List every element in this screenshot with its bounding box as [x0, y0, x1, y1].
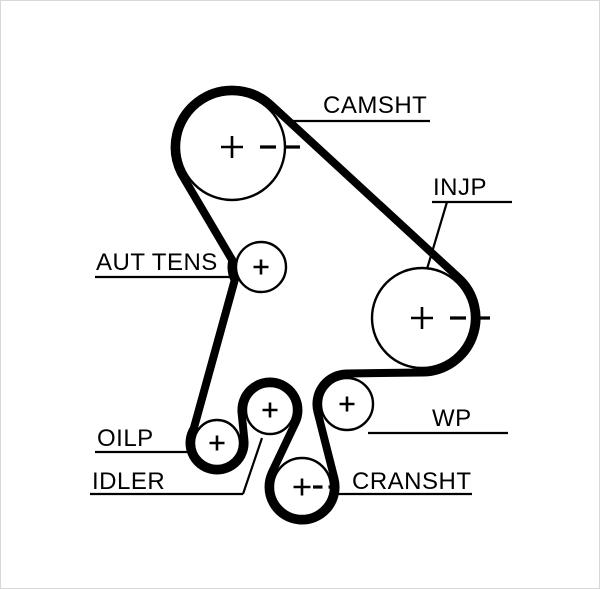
- label-camsht: CAMSHT: [323, 92, 427, 119]
- idler-pulley: [244, 384, 296, 436]
- water-pump-center-cross: [339, 396, 355, 412]
- label-wp: WP: [432, 405, 472, 432]
- label-injp: INJP: [433, 174, 487, 201]
- auto-tensioner-pulley: [234, 240, 288, 294]
- oil-pump-pulley: [192, 418, 242, 468]
- timing-belt-path: [170, 85, 481, 525]
- water-pump-pulley: [319, 376, 375, 432]
- idler-center-cross: [262, 402, 278, 418]
- label-oilp: OILP: [97, 425, 154, 452]
- label-aut-tens: AUT TENS: [96, 249, 218, 276]
- crankshaft-center-cross: [293, 478, 311, 496]
- camshaft-center-cross: [221, 136, 243, 158]
- tensioner-center-cross: [253, 259, 269, 275]
- injection-pump-center-cross: [411, 307, 433, 329]
- injp-leader-line: [425, 200, 512, 270]
- label-cransht: CRANSHT: [352, 468, 472, 495]
- injection-pump-pulley: [370, 266, 474, 370]
- label-idler: IDLER: [92, 468, 165, 495]
- oil-pump-center-cross: [209, 435, 225, 451]
- idler-leader-line: [90, 437, 264, 496]
